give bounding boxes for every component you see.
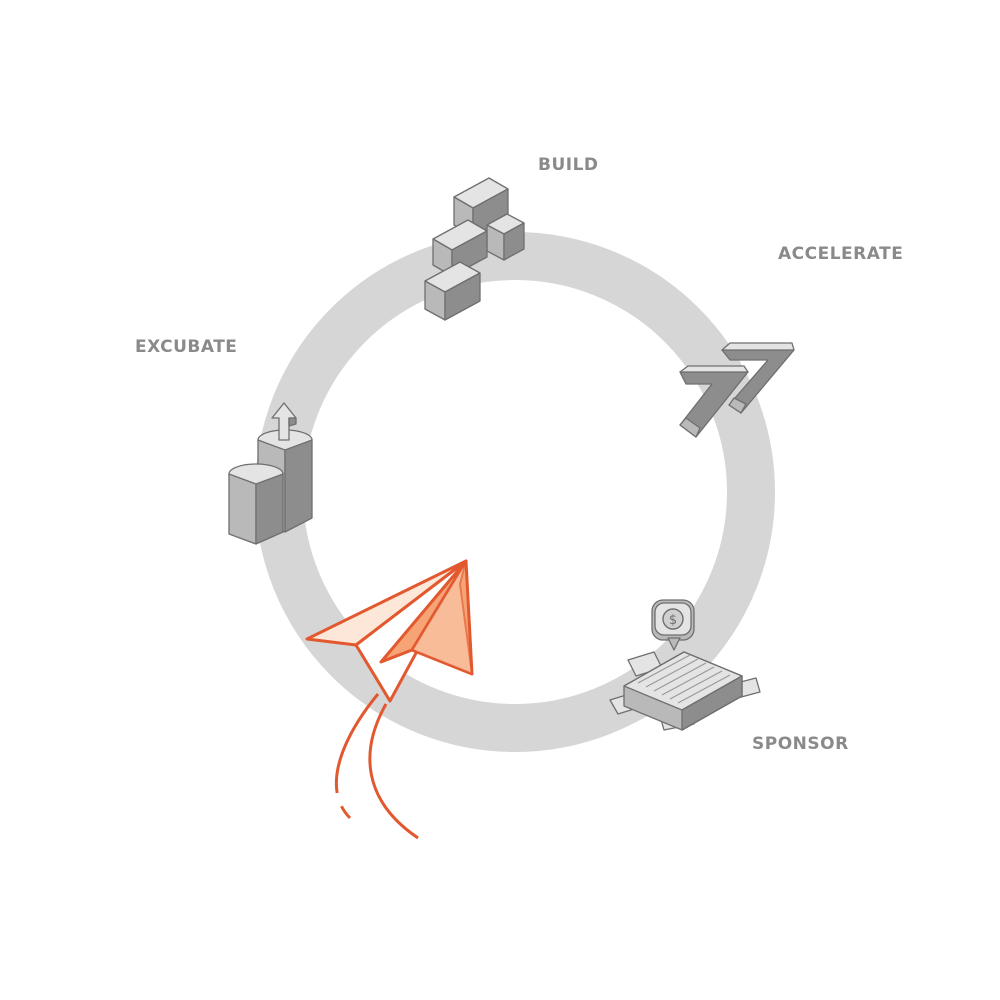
block-bottom	[424, 261, 481, 321]
plane-inner-face	[411, 560, 473, 675]
stage-label-build: BUILD	[538, 155, 599, 175]
coin-bubble: $	[651, 599, 695, 651]
money-briefcase-icon: $	[609, 599, 761, 731]
stage-label-sponsor: SPONSOR	[752, 734, 849, 754]
flight-trail-inner	[368, 703, 419, 840]
chevron-front	[679, 365, 749, 438]
flight-trail-outer	[334, 693, 380, 820]
paper-plane-icon	[305, 559, 474, 840]
case-ridges	[637, 654, 731, 704]
chevron-back	[721, 342, 795, 414]
stage-label-excubate: EXCUBATE	[135, 337, 238, 357]
stacked-blocks-icon	[424, 177, 525, 321]
stage-label-accelerate: ACCELERATE	[778, 244, 904, 264]
double-chevron-icon	[679, 342, 795, 438]
growth-bars-icon	[228, 402, 313, 545]
dollar-sign: $	[669, 613, 677, 628]
